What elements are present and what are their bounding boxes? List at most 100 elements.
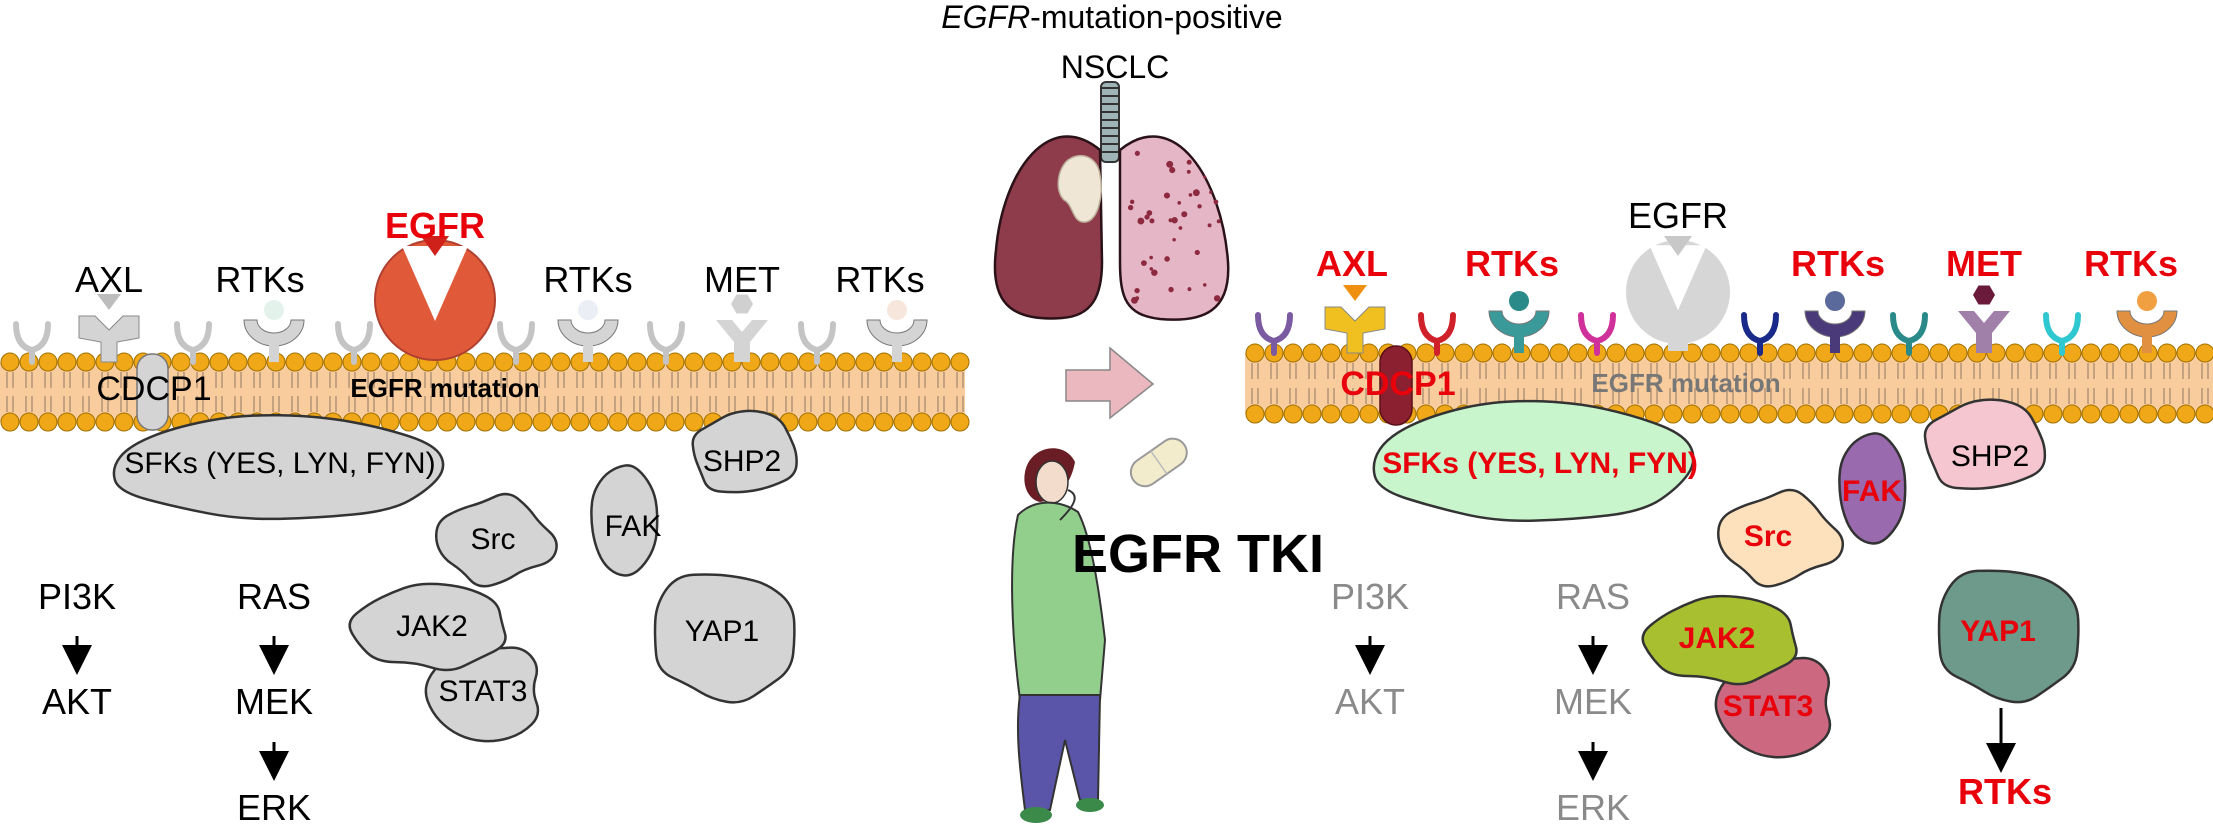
lipid-tail <box>2011 363 2019 404</box>
lipid-tail <box>1802 363 1810 404</box>
lipid-head <box>1853 404 1873 424</box>
rtk-receptor <box>557 319 619 347</box>
lipid-head <box>1872 404 1892 424</box>
y-receptor <box>335 321 373 365</box>
label-rtks: RTKs <box>2084 243 2178 284</box>
lipid-tail <box>1460 363 1468 404</box>
label-fak: FAK <box>605 510 662 543</box>
before-panel: AXL RTKs EGFR RTKs MET RTKs CDCP1 EGFR m… <box>38 205 925 828</box>
lipid-head <box>2119 343 2139 363</box>
lipid-head <box>76 352 96 372</box>
lipid-head <box>760 352 780 372</box>
lipid-head <box>1910 343 1930 363</box>
lipid-head <box>456 352 476 372</box>
lipid-tail <box>1764 363 1772 404</box>
lipid-head <box>551 412 571 432</box>
egf-ligand <box>421 236 449 256</box>
lipid-tail <box>1365 363 1373 404</box>
rtk-receptor-ligand <box>1509 291 1529 311</box>
label-met: MET <box>704 259 780 300</box>
lipid-tail <box>1289 363 1297 404</box>
lipid-tail <box>405 372 413 412</box>
lipid-tail <box>253 372 261 412</box>
lipid-head <box>532 352 552 372</box>
lipid-head <box>1796 343 1816 363</box>
lipid-head <box>1321 404 1341 424</box>
lipid-head <box>1777 404 1797 424</box>
lung-spot <box>1144 214 1150 220</box>
src-protein <box>1717 488 1845 588</box>
rtk-receptor <box>243 319 305 347</box>
lipid-tail <box>424 372 432 412</box>
lipid-tail <box>1726 363 1734 404</box>
lipid-head <box>114 352 134 372</box>
lipid-tail <box>1441 363 1449 404</box>
rtk-receptor <box>2116 310 2178 338</box>
lipid-tail <box>1973 363 1981 404</box>
lipid-head <box>817 352 837 372</box>
lipid-head <box>912 352 932 372</box>
label-shp2: SHP2 <box>703 445 781 478</box>
lung-spot <box>1177 201 1182 205</box>
label-akt: AKT <box>1335 681 1405 722</box>
signaling-proteins <box>112 398 2080 759</box>
rtk-receptor-stem <box>2142 335 2152 353</box>
label-rtks: RTKs <box>1465 243 1559 284</box>
label-jak2: JAK2 <box>396 610 468 643</box>
lipid-tail <box>177 372 185 412</box>
label-cdcp1: CDCP1 <box>96 370 211 408</box>
rtk-receptor-stem <box>1514 335 1524 353</box>
label-rtks: RTKs <box>215 259 304 300</box>
lung-spot <box>1213 199 1219 205</box>
lipid-head <box>2138 404 2158 424</box>
lipid-tail <box>1479 363 1487 404</box>
lipid-head <box>361 352 381 372</box>
label-jak2: JAK2 <box>1679 622 1756 655</box>
lipid-head <box>893 412 913 432</box>
lipid-tail <box>1251 363 1259 404</box>
lipid-tail <box>1821 363 1829 404</box>
lung-spot <box>1169 166 1176 174</box>
figure-title: EGFR-mutation-positive <box>941 0 1282 35</box>
y-receptor <box>1741 312 1779 356</box>
rtk-receptor-stem <box>1830 335 1840 353</box>
lipid-tail <box>709 372 717 412</box>
lipid-tail <box>1555 363 1563 404</box>
lipid-head <box>1302 404 1322 424</box>
lipid-head <box>1454 343 1474 363</box>
lipid-tail <box>766 372 774 412</box>
lung-spot <box>1141 260 1147 267</box>
lipid-tail <box>82 372 90 412</box>
lung-spot <box>1181 211 1188 218</box>
lipid-tail <box>25 372 33 412</box>
lung-spot <box>1178 226 1183 230</box>
lipid-head <box>247 352 267 372</box>
lipid-tail <box>500 372 508 412</box>
lipid-tail <box>44 372 52 412</box>
tumor <box>1057 154 1102 223</box>
lipid-tail <box>291 372 299 412</box>
lipid-head <box>1891 404 1911 424</box>
met-receptor <box>716 320 768 362</box>
lipid-head <box>836 412 856 432</box>
hgf-ligand-hexagon <box>1973 285 1995 305</box>
lung-spot <box>1127 204 1134 211</box>
lung-spot <box>1149 218 1155 224</box>
lipid-head <box>1739 343 1759 363</box>
lipid-head <box>1644 343 1664 363</box>
lung-spot <box>1134 287 1140 294</box>
lipid-head <box>1549 343 1569 363</box>
lipid-head <box>228 352 248 372</box>
axl-receptor <box>78 315 140 363</box>
lipid-tail <box>2182 363 2190 404</box>
lipid-tail <box>1517 363 1525 404</box>
y-receptor <box>174 321 212 365</box>
lipid-head <box>114 412 134 432</box>
lung-spot <box>1186 169 1191 174</box>
label-axl: AXL <box>75 259 143 300</box>
lipid-tail <box>1688 363 1696 404</box>
lipid-head <box>1283 404 1303 424</box>
lipid-head <box>779 352 799 372</box>
lipid-tail <box>1270 363 1278 404</box>
lipid-head <box>57 352 77 372</box>
